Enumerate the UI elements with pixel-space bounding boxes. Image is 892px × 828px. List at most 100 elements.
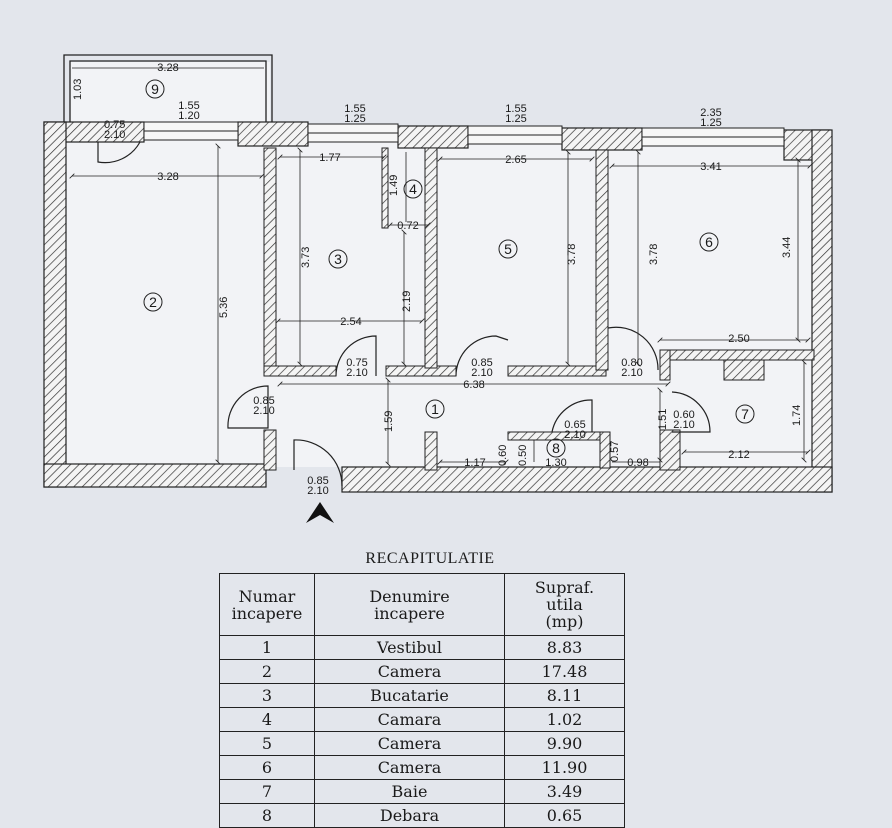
door-room5-top: 0.85 [471,357,492,369]
window-2-top: 1.55 [344,103,365,115]
door-entrance-top: 0.85 [307,475,328,487]
door-room8-top: 0.65 [564,419,585,431]
cell-name: Bucatarie [314,683,505,708]
dim-bath-width: 2.12 [728,449,749,461]
door-entrance-bottom: 2.10 [307,485,328,497]
cell-name: Debara [314,803,505,828]
dim-room8-side: 0.57 [609,441,621,462]
cell-num: 5 [219,731,315,756]
balcony-door-top: 0.75 [104,119,125,131]
cell-area: 9.90 [504,731,625,756]
cell-name: Camera [314,755,505,780]
dim-room6-left: 3.78 [648,244,660,265]
cell-num: 6 [219,755,315,780]
cell-num: 8 [219,803,315,828]
cell-name: Vestibul [314,635,505,660]
cell-area: 17.48 [504,659,625,684]
balcony-depth-label: 1.03 [72,79,84,100]
cell-area: 3.49 [504,779,625,804]
door-room2-top: 0.85 [253,395,274,407]
door-bath-top: 0.60 [673,409,694,421]
window-1-top: 1.55 [178,100,199,112]
dim-room8-depth: 0.50 [517,445,529,466]
window-1-bottom: 1.20 [178,110,199,122]
cell-area: 0.65 [504,803,625,828]
door-room3-bottom: 2.10 [346,367,367,379]
dimension-lines [72,67,810,464]
door-bath-bottom: 2.10 [673,419,694,431]
exterior-walls [43,121,833,493]
doors [97,141,711,487]
door-labels: 0.75 2.10 0.85 2.10 0.80 2.10 0.85 2.10 … [253,357,694,497]
dim-room8-width: 1.30 [545,457,566,469]
dim-hall-width: 6.38 [463,379,484,391]
dim-room6-right: 3.44 [781,237,793,258]
cell-area: 1.02 [504,707,625,732]
room-label-9: 9 [151,81,159,97]
dim-room2-width: 3.28 [157,171,178,183]
recap-title: RECAPITULATIE [365,550,495,567]
door-room6-top: 0.80 [621,357,642,369]
room-labels [143,179,755,458]
cell-name: Camera [314,731,505,756]
entrance-arrow-icon [306,502,334,523]
dim-room6-bottom: 2.50 [728,333,749,345]
dim-room4-width: 0.72 [397,220,418,232]
room-label-1: 1 [431,401,439,417]
cell-area: 8.11 [504,683,625,708]
cell-num: 3 [219,683,315,708]
window-2-bottom: 1.25 [344,113,365,125]
dim-bath-height: 1.74 [791,405,803,426]
header-area: Supraf.utila(mp) [504,573,625,636]
window-4-top: 2.35 [700,107,721,119]
dim-room2-height: 5.36 [218,297,230,318]
dim-room3-width: 2.54 [340,316,361,328]
cell-num: 1 [219,635,315,660]
cell-area: 8.83 [504,635,625,660]
window-3-bottom: 1.25 [505,113,526,125]
cell-num: 4 [219,707,315,732]
room-label-7: 7 [741,406,749,422]
dim-bath-corner: 0.98 [627,457,648,469]
door-room5-bottom: 2.10 [471,367,492,379]
room-label-4: 4 [409,181,417,197]
door-room8-bottom: 2.10 [564,429,585,441]
dimension-labels: 3.28 5.36 1.77 3.73 2.54 2.19 1.49 0.72 … [157,152,803,469]
dim-room5-width: 2.65 [505,154,526,166]
door-room6-bottom: 2.10 [621,367,642,379]
balcony-door-bottom: 2.10 [104,129,125,141]
window-4-bottom: 1.25 [700,117,721,129]
cell-num: 2 [219,659,315,684]
cell-name: Baie [314,779,505,804]
room-label-3: 3 [334,251,342,267]
cell-area: 11.90 [504,755,625,780]
dim-hall-height: 1.59 [383,411,395,432]
dim-room8-door: 0.60 [497,445,509,466]
dim-room5-height: 3.78 [566,244,578,265]
dim-room3-inner: 2.19 [401,291,413,312]
room-label-8: 8 [552,440,560,456]
dim-room6-width: 3.41 [700,161,721,173]
balcony-walls [63,54,273,122]
room-label-6: 6 [705,234,713,250]
door-room3-top: 0.75 [346,357,367,369]
windows [143,121,785,147]
interior-walls [263,147,815,471]
cell-num: 7 [219,779,315,804]
room-label-5: 5 [504,241,512,257]
dim-bath-wall: 1.51 [657,409,669,430]
dim-room3-height: 3.73 [300,247,312,268]
door-room2-bottom: 2.10 [253,405,274,417]
